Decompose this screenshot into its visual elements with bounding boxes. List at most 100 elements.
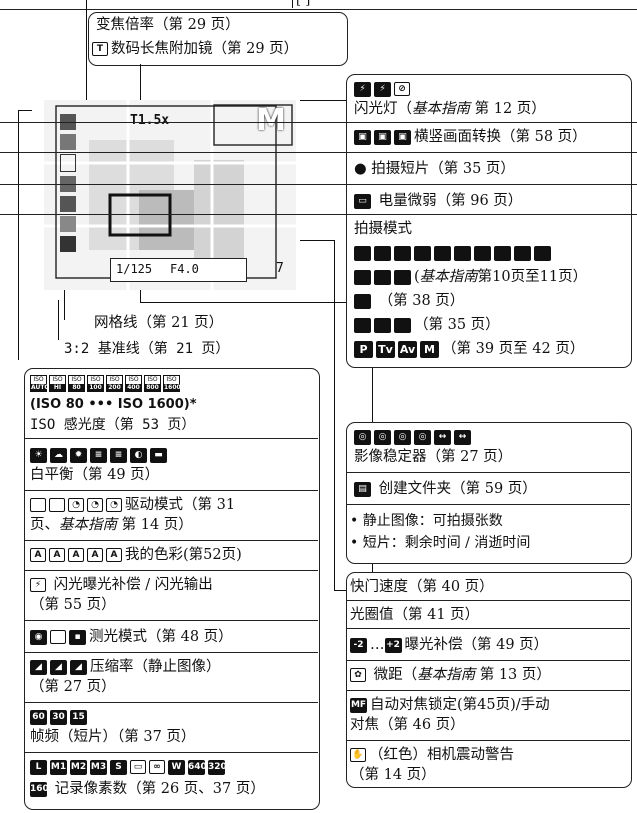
- rotation-label: 横竖画面转换（第 58 页）: [414, 129, 587, 145]
- flash-auto-icon: ⚡: [354, 81, 371, 97]
- scene-icon: [514, 245, 531, 261]
- divider-4: [0, 214, 637, 215]
- scene-guide-ref: 基本指南: [419, 269, 478, 285]
- left-divider-6: [24, 652, 318, 653]
- is-text: 影像稳定器（第 27 页）: [354, 449, 513, 465]
- scene-icon: [494, 245, 511, 261]
- iso-val: 1600: [164, 383, 181, 392]
- mycolor-icon: A: [106, 548, 122, 562]
- flash-comp-text: 闪光曝光补偿 / 闪光输出: [53, 577, 213, 593]
- flash-label-tail: 第 12 页）: [470, 101, 546, 117]
- still-text: • 静止图像：可拍摄张数: [350, 513, 503, 529]
- drive-row-2: 页、基本指南 第 14 页）: [30, 516, 193, 534]
- folder-icon: ▤: [354, 481, 371, 497]
- leader-right-top: [300, 100, 348, 102]
- grid-label: 网格线（第 21 页）: [94, 315, 224, 331]
- is-icons: ◎◎◎◎↔↔: [354, 428, 474, 446]
- battery-icon: ▭: [354, 193, 371, 209]
- movie-text: • 短片：剩余时间 / 消逝时间: [350, 535, 531, 551]
- iso-val: 400: [126, 383, 141, 392]
- flash-guide-ref: 基本指南: [412, 101, 470, 117]
- folder-row: ▤ 创建文件夹（第 59 页）: [354, 480, 537, 498]
- movie-rec-label: ● 拍摄短片（第 35 页）: [354, 161, 515, 177]
- medium2-icon: M2: [70, 759, 87, 775]
- lcd-zoom-readout: T1.5x: [130, 113, 170, 128]
- self-timer-icon: ◔: [68, 498, 84, 512]
- scene-row-3: （第 38 页）: [354, 292, 464, 310]
- small-icon: S: [110, 759, 127, 775]
- left-divider-3: [24, 540, 318, 541]
- left-divider-1: [24, 438, 318, 439]
- teleconverter-label: 数码长焦附加镜（第 29 页）: [111, 41, 299, 57]
- rbot-divider-1: [346, 600, 630, 601]
- mycolor-icon: A: [49, 548, 65, 562]
- left-divider-2: [24, 490, 318, 491]
- superfine-icon: ◢: [30, 659, 47, 675]
- leader-bottom-h: [140, 302, 372, 304]
- self-timer-icon: ◔: [106, 498, 122, 512]
- flash-off-icon: ⊘: [394, 82, 410, 96]
- lcd-shots: 7: [276, 261, 284, 276]
- divider-2: [0, 152, 637, 153]
- lcd-grid: [44, 100, 296, 290]
- tele-icon: T: [92, 42, 108, 56]
- drive-row: ◔◔◔驱动模式（第 31: [30, 496, 235, 514]
- rotate-icon-3: ▣: [394, 129, 411, 145]
- rmid-divider-2: [346, 504, 630, 505]
- framerate-text: 帧频（短片）（第 37 页）: [30, 729, 196, 745]
- mycolor-icon: A: [30, 548, 46, 562]
- scene-icon: [354, 269, 371, 285]
- scene-icon: [474, 245, 491, 261]
- shooting-mode-label: 拍摄模式: [354, 221, 412, 237]
- divider-1: [0, 122, 637, 123]
- 160-icon: 160: [30, 781, 49, 797]
- is-icon: ↔: [454, 429, 471, 445]
- recpix-text: 记录像素数（第 26 页、37 页）: [54, 781, 265, 797]
- left-divider-7: [24, 702, 318, 703]
- scene-icon: [534, 245, 551, 261]
- shutter-text: 快门速度（第 40 页）: [350, 579, 494, 595]
- iso-range: (ISO 80 ••• ISO 1600)*: [30, 397, 197, 412]
- metering-text: 测光模式（第 48 页）: [89, 629, 233, 645]
- scene-pages: 第10页至11页）: [477, 269, 588, 285]
- metering-row: ◉▪测光模式（第 48 页）: [30, 628, 233, 646]
- right-mid-box: [346, 422, 632, 564]
- iso-val: 100: [88, 383, 103, 392]
- flash-comp-page: （第 55 页）: [30, 597, 116, 613]
- rbot-divider-2: [346, 628, 630, 629]
- plus-two-icon: +2: [384, 637, 402, 653]
- iso-val: 800: [145, 383, 160, 392]
- 640-icon: 640: [188, 759, 207, 775]
- leader-grid: [64, 290, 66, 320]
- right-bottom-box: [346, 572, 632, 788]
- lcd-bottom-bar: [110, 258, 247, 282]
- scene-icon: [454, 245, 471, 261]
- scene-row-4: （第 35 页）: [354, 316, 500, 334]
- macro-text-a: 微距（: [373, 667, 418, 683]
- drive-text: 驱动模式（第 31: [125, 497, 236, 513]
- rotation-row: ▣▣▣横竖画面转换（第 58 页）: [354, 128, 587, 146]
- left-divider-8: [24, 752, 318, 753]
- scene-p35: （第 35 页）: [414, 317, 500, 333]
- top-strip-text: [ ]: [296, 0, 311, 8]
- date-stamp-icon: ∞: [149, 760, 165, 774]
- rbot-divider-5: [346, 740, 630, 741]
- 320-icon: 320: [208, 759, 227, 775]
- large-icon: L: [30, 759, 47, 775]
- wb-icon: ≡: [90, 447, 107, 463]
- flash-comp-row: ⚡ 闪光曝光补偿 / 闪光输出: [30, 576, 213, 594]
- iso-val: AUTO: [31, 383, 50, 392]
- evaluative-icon: ◉: [30, 629, 47, 645]
- mycolor-icon: A: [68, 548, 84, 562]
- movie-icon: [354, 317, 371, 333]
- scene-p38: （第 38 页）: [378, 293, 465, 309]
